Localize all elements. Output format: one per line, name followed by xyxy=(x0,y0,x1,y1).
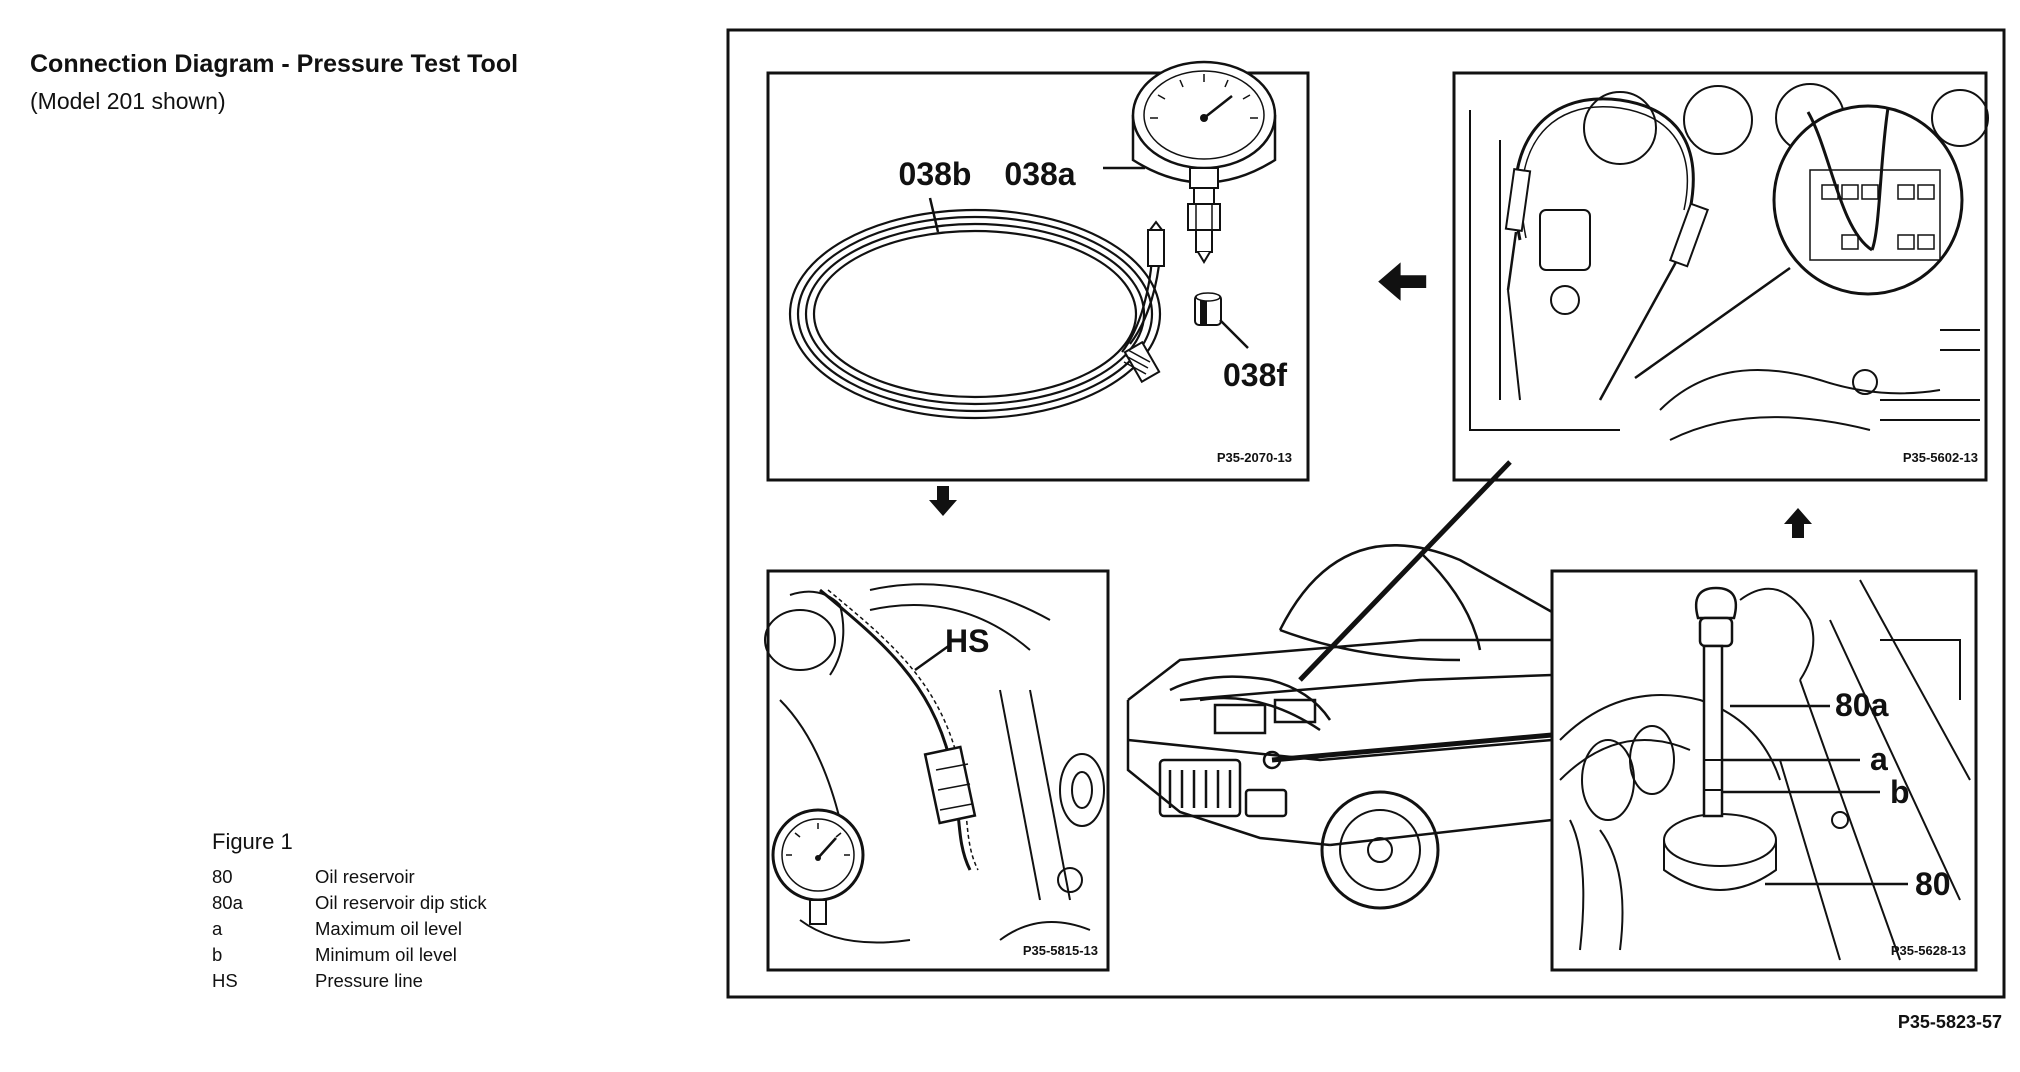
car-illustration xyxy=(1126,460,1553,910)
legend-key: a xyxy=(212,918,223,939)
connector-detail xyxy=(1772,104,1964,296)
panel-oil-reservoir: 80a a b 80 P35-5628-13 xyxy=(1550,569,1978,972)
legend-desc: Minimum oil level xyxy=(315,944,457,965)
figure-label: Figure 1 xyxy=(212,829,293,854)
label-a: a xyxy=(1870,741,1888,777)
figure-code: P35-5823-57 xyxy=(1897,1012,2002,1032)
legend-row: 80 Oil reservoir xyxy=(212,864,487,890)
arrow-left-icon xyxy=(1378,262,1427,301)
label-038b: 038b xyxy=(899,156,972,192)
legend-row: a Maximum oil level xyxy=(212,916,487,942)
legend-desc: Oil reservoir xyxy=(315,866,415,887)
hose-coil xyxy=(788,208,1162,420)
hose-fitting-top xyxy=(1147,229,1165,267)
legend-row: 80a Oil reservoir dip stick xyxy=(212,890,487,916)
pressure-gauge-icon xyxy=(1131,60,1277,264)
panel-connector: P35-5602-13 xyxy=(1452,71,1989,482)
panel-code: P35-5815-13 xyxy=(1023,943,1098,958)
pressure-gauge-icon xyxy=(771,808,865,925)
panel-code: P35-5628-13 xyxy=(1891,943,1966,958)
legend-key: 80 xyxy=(212,866,233,887)
arrow-up-icon xyxy=(1784,508,1812,538)
legend-key: b xyxy=(212,944,223,965)
figure-legend: 80 Oil reservoir 80a Oil reservoir dip s… xyxy=(212,864,487,994)
panel-code: P35-5602-13 xyxy=(1903,450,1978,465)
legend-row: b Minimum oil level xyxy=(212,942,487,968)
legend-key: HS xyxy=(212,970,238,991)
panel-code: P35-2070-13 xyxy=(1217,450,1292,465)
label-b: b xyxy=(1890,774,1910,810)
page-title: Connection Diagram - Pressure Test Tool xyxy=(30,50,519,78)
legend-desc: Pressure line xyxy=(315,970,423,991)
label-hs: HS xyxy=(945,623,989,659)
label-038a: 038a xyxy=(1004,156,1075,192)
legend-desc: Oil reservoir dip stick xyxy=(315,892,487,913)
legend-key: 80a xyxy=(212,892,243,913)
label-80a: 80a xyxy=(1835,687,1889,723)
test-probe-icon xyxy=(1504,168,1709,401)
legend-row: HS Pressure line xyxy=(212,968,487,994)
legend-desc: Maximum oil level xyxy=(315,918,463,939)
wheel-icon xyxy=(1320,790,1440,910)
label-80: 80 xyxy=(1915,866,1951,902)
page-subtitle: (Model 201 shown) xyxy=(30,88,226,114)
label-038f: 038f xyxy=(1223,357,1287,393)
fitting-icon xyxy=(1194,292,1222,326)
panel-gauge-kit: 038a 038b 038f P35-2070-13 xyxy=(766,60,1310,482)
diagram-frame xyxy=(726,28,2006,999)
panel-pressure-line: HS P35-5815-13 xyxy=(764,569,1110,972)
dipstick-icon xyxy=(1694,586,1815,818)
arrow-down-icon xyxy=(929,486,957,516)
